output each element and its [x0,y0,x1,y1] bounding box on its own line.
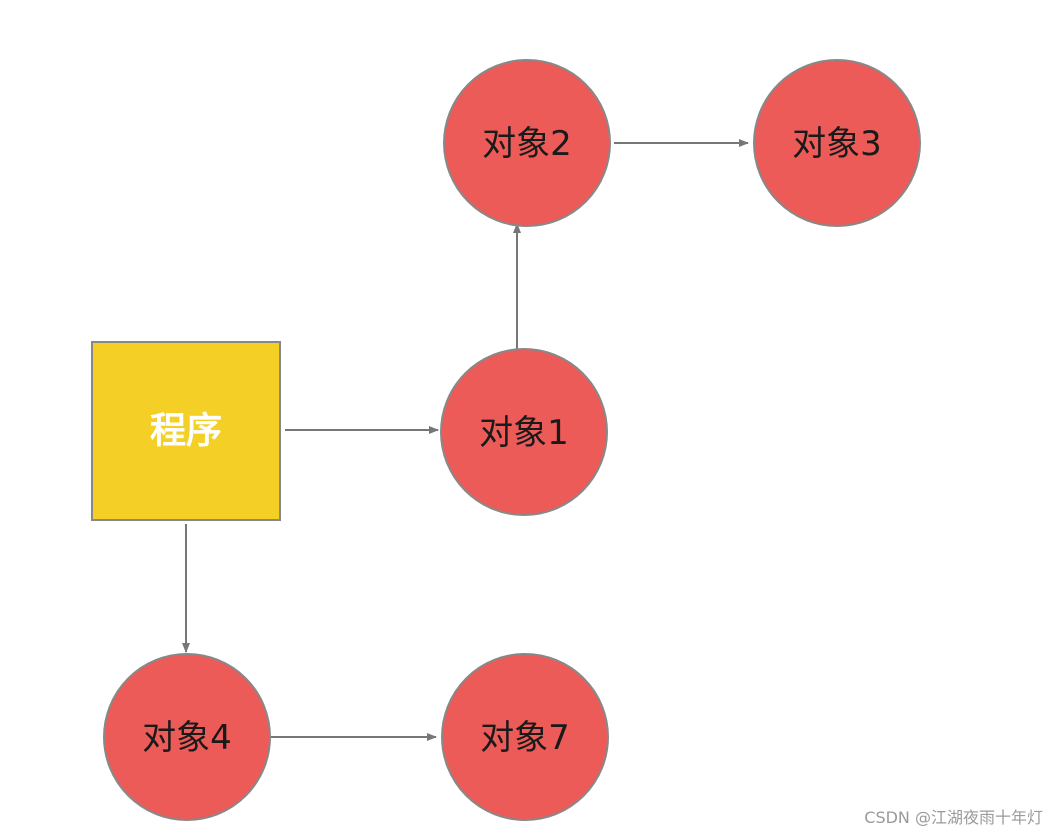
edges [182,139,749,741]
obj7-circle [441,653,609,821]
obj3-label: 对象3 [792,124,882,164]
node-program: 程序 [91,341,281,521]
program-box [91,341,281,521]
program-label: 程序 [150,411,222,452]
obj1-label: 对象1 [479,413,569,453]
obj2-circle [443,59,611,227]
obj4-circle [103,653,271,821]
obj2-label: 对象2 [482,124,572,164]
node-obj3: 对象3 [753,59,921,227]
node-obj1: 对象1 [440,348,608,516]
obj3-circle [753,59,921,227]
watermark: CSDN @江湖夜雨十年灯 [864,808,1043,827]
obj4-label: 对象4 [142,718,232,758]
obj7-label: 对象7 [480,718,570,758]
node-obj7: 对象7 [441,653,609,821]
node-obj2: 对象2 [443,59,611,227]
obj1-circle [440,348,608,516]
node-obj4: 对象4 [103,653,271,821]
